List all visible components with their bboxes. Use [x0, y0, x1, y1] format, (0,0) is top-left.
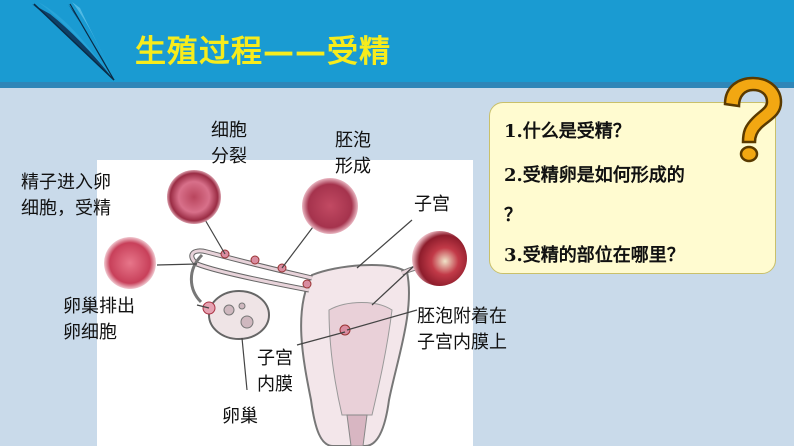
- header-shadow: [0, 82, 794, 88]
- label-uterus: 子宫: [414, 194, 450, 215]
- header-bar: [0, 0, 794, 82]
- question-2-line-1: 2.受精卵是如何形成的: [504, 165, 685, 186]
- uterus-illustration: [156, 205, 460, 446]
- question-box: 1.什么是受精？ 2.受精卵是如何形成的 ？ 3.受精的部位在哪里？: [489, 102, 776, 274]
- reproduction-diagram: [97, 160, 473, 446]
- fertilized-egg-image: [104, 237, 156, 289]
- question-mark-icon: [723, 76, 783, 163]
- label-ovary: 卵巢: [222, 406, 258, 427]
- label-blastocyst-attaches: 胚泡附着在 子宫内膜上: [417, 306, 507, 353]
- question-1: 1.什么是受精？: [504, 121, 631, 142]
- implanted-blastocyst-image: [412, 231, 467, 286]
- feather-quill-icon: [32, 2, 115, 81]
- page-title: 生殖过程——受精: [135, 34, 391, 70]
- cell-division-image: [167, 170, 221, 224]
- label-endometrium: 子宫 内膜: [257, 348, 293, 395]
- label-blastocyst-formation: 胚泡 形成: [335, 130, 371, 177]
- label-sperm-enters-egg: 精子进入卵 细胞，受精: [21, 172, 111, 219]
- blastocyst-image: [302, 178, 358, 234]
- label-ovary-releases-egg: 卵巢排出 卵细胞: [63, 296, 135, 343]
- question-2-line-2: ？: [504, 205, 522, 226]
- question-3: 3.受精的部位在哪里？: [504, 245, 685, 266]
- label-cell-division: 细胞 分裂: [211, 120, 247, 167]
